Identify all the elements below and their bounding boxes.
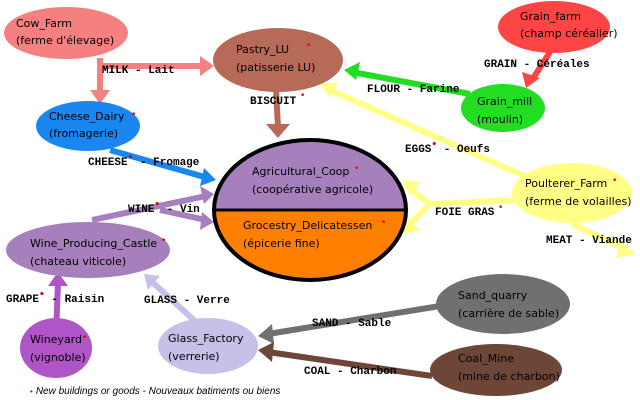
label-coal: COAL - Charbon: [304, 366, 396, 378]
node-grain-farm[interactable]: Grain_farm (champ céréalier): [498, 1, 618, 53]
edge-eggs: [320, 82, 558, 193]
edge-milk: [90, 56, 214, 104]
svg-text:•: •: [82, 333, 87, 343]
svg-text:(coopérative agricole): (coopérative agricole): [252, 183, 373, 196]
svg-text:(moulin): (moulin): [477, 113, 523, 126]
node-coal-mine[interactable]: Coal_Mine (mine de charbon): [430, 344, 562, 396]
edge-flour: [344, 62, 471, 97]
label-milk: MILK - Lait: [102, 65, 175, 77]
edge-cheese: [109, 147, 216, 186]
svg-text:(chateau viticole): (chateau viticole): [30, 255, 126, 268]
node-agricultural-coop[interactable]: Agricultural_Coop • (coopérative agricol…: [252, 164, 373, 196]
label-sand: SAND - Sable: [312, 318, 392, 330]
edge-meat: [570, 221, 636, 258]
label-grain: GRAIN - Céréales: [484, 59, 590, 71]
node-poulterer-farm[interactable]: Poulterer_Farm • (ferme de volailles): [512, 163, 632, 223]
node-sand-quarry[interactable]: Sand_quarry (carrière de sable): [436, 274, 570, 334]
svg-text:(carrière de sable): (carrière de sable): [458, 307, 559, 320]
svg-text:(champ céréalier): (champ céréalier): [520, 27, 618, 40]
svg-text:•: •: [354, 164, 359, 174]
label-biscuit: BISCUIT: [250, 96, 297, 108]
svg-text:Wineyard: Wineyard: [30, 333, 82, 346]
svg-text:Wine_Producing_Castle: Wine_Producing_Castle: [30, 237, 157, 250]
label-wine: WINE• - Vin: [128, 200, 200, 216]
node-cow-farm[interactable]: Cow_Farm (ferme d'élevage): [4, 7, 128, 59]
node-wineyard[interactable]: Wineyard • (vignoble): [20, 318, 92, 378]
label-glass: GLASS - Verre: [144, 295, 230, 307]
edge-biscuit: [266, 87, 290, 138]
label-eggs: EGGS• - Oeufs: [405, 140, 490, 156]
edge-glass: [144, 274, 199, 325]
svg-text:(ferme de volailles): (ferme de volailles): [525, 195, 631, 208]
svg-text:(verrerie): (verrerie): [168, 350, 220, 363]
node-pastry-lu[interactable]: Pastry_LU • (patisserie LU): [213, 28, 343, 92]
svg-text:•: •: [381, 218, 386, 228]
label-cheese: CHEESE• - Fromage: [88, 153, 200, 169]
svg-text:Glass_Factory: Glass_Factory: [168, 332, 244, 345]
svg-text:Agricultural_Coop: Agricultural_Coop: [252, 165, 349, 178]
node-cheese-dairy[interactable]: Cheese_Dairy • (fromagerie): [36, 101, 140, 151]
svg-text:(patisserie LU): (patisserie LU): [236, 61, 315, 74]
edge-sand: [258, 303, 441, 344]
svg-text:•: •: [161, 236, 166, 246]
edge-coal: [258, 342, 433, 379]
node-wine-castle[interactable]: Wine_Producing_Castle • (chateau viticol…: [6, 222, 170, 278]
new-marker-icon: •: [30, 387, 33, 396]
svg-text:Cheese_Dairy: Cheese_Dairy: [49, 110, 125, 123]
svg-text:•: •: [131, 110, 136, 120]
legend: •New buildings or goods - Nouveaux batim…: [30, 386, 280, 397]
svg-text:(ferme d'élevage): (ferme d'élevage): [16, 34, 114, 47]
svg-text:•: •: [498, 203, 503, 213]
svg-text:Pastry_LU: Pastry_LU: [236, 43, 289, 56]
svg-text:(épicerie fine): (épicerie fine): [243, 237, 320, 250]
label-grape: GRAPE• - Raisin: [6, 290, 104, 306]
svg-text:Grain_mill: Grain_mill: [477, 95, 532, 108]
svg-text:Grocestry_Delicatessen: Grocestry_Delicatessen: [243, 219, 372, 232]
legend-text: New buildings or goods - Nouveaux batime…: [35, 386, 281, 397]
svg-text:•: •: [306, 41, 311, 51]
node-grain-mill[interactable]: Grain_mill (moulin): [461, 84, 545, 132]
label-meat: MEAT - Viande: [546, 235, 632, 247]
svg-text:(fromagerie): (fromagerie): [49, 127, 118, 140]
node-glass-factory[interactable]: Glass_Factory (verrerie): [158, 318, 258, 374]
svg-text:(mine de charbon): (mine de charbon): [458, 370, 560, 383]
node-grocery-delicatessen[interactable]: Grocestry_Delicatessen • (épicerie fine): [243, 218, 386, 250]
svg-text:Cow_Farm: Cow_Farm: [16, 17, 72, 30]
svg-text:Sand_quarry: Sand_quarry: [458, 289, 528, 302]
svg-text:Grain_farm: Grain_farm: [520, 10, 581, 23]
label-foie-gras: FOIE GRAS: [435, 207, 495, 219]
svg-text:(vignoble): (vignoble): [30, 351, 86, 364]
edge-wine: [91, 186, 214, 230]
node-coop-grocery[interactable]: Agricultural_Coop • (coopérative agricol…: [212, 138, 408, 282]
edge-grain: [522, 50, 553, 88]
svg-text:Coal_Mine: Coal_Mine: [458, 352, 514, 365]
label-flour: FLOUR - Farine: [367, 84, 460, 96]
svg-text:Poulterer_Farm: Poulterer_Farm: [525, 177, 607, 190]
svg-text:•: •: [300, 91, 305, 101]
svg-text:•: •: [612, 176, 617, 186]
